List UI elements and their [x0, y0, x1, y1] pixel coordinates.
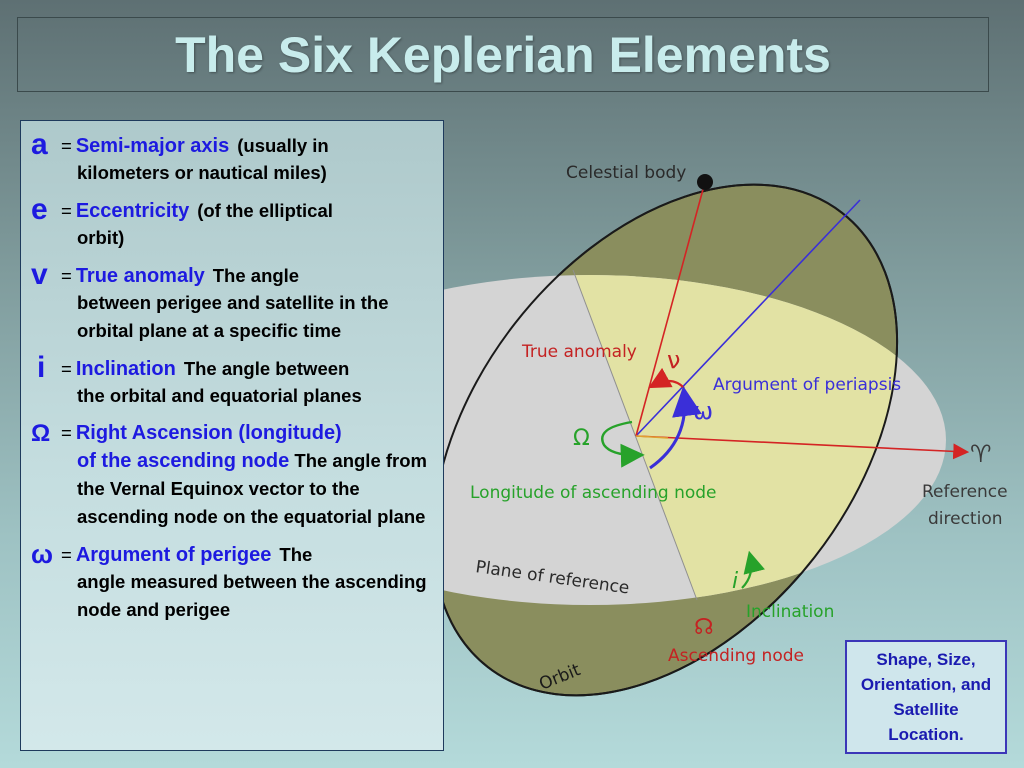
ascending-node-label: Ascending node — [668, 646, 804, 666]
line-of-nodes — [572, 269, 698, 601]
element-term: Eccentricity — [75, 200, 190, 222]
argument-of-periapsis-arc — [649, 386, 702, 470]
element-symbol: ω — [31, 539, 53, 569]
element-right-ascension: Ω =Right Ascension (longitude) of the asc… — [31, 419, 435, 531]
element-symbol: Ω — [31, 420, 51, 447]
element-semi-major-axis: a =Semi-major axis (usually in kilometers … — [31, 128, 435, 187]
element-symbol: i — [37, 351, 46, 384]
reference-label: Reference — [922, 482, 1008, 502]
page-title: The Six Keplerian Elements — [175, 26, 831, 83]
reference-direction-vector — [635, 435, 970, 460]
longitude-node-arc — [601, 420, 645, 468]
element-description: (of the elliptical — [197, 200, 333, 221]
element-term: Right Ascension (longitude) — [75, 422, 342, 444]
summary-text: Shape, Size, Orientation, and Satellite … — [860, 650, 992, 744]
element-argument-of-perigee: ω =Argument of perigee The angle measured … — [31, 540, 435, 624]
element-description: The angle between — [183, 358, 350, 379]
ascending-node-symbol: ☊ — [694, 615, 714, 640]
element-description: The — [279, 544, 313, 565]
title-box: The Six Keplerian Elements — [17, 17, 989, 92]
element-term: True anomaly — [75, 265, 205, 287]
longitude-of-ascending-node-label: Longitude of ascending node — [470, 483, 717, 503]
element-continuation: between perigee and satellite in the orb… — [77, 292, 389, 341]
element-continuation: orbit) — [77, 227, 125, 248]
element-term-continuation: of the ascending node — [77, 450, 290, 472]
element-term: Semi-major axis — [75, 135, 230, 157]
element-continuation: kilometers or nautical miles) — [77, 162, 327, 183]
equals-sign: = — [61, 544, 72, 565]
equals-sign: = — [61, 265, 72, 286]
element-description: The angle — [212, 265, 300, 286]
summary-box: Shape, Size, Orientation, and Satellite … — [845, 640, 1007, 754]
element-eccentricity: e =Eccentricity (of the elliptical orbit) — [31, 193, 435, 252]
argument-of-periapsis-label: Argument of periapsis — [713, 375, 901, 395]
element-symbol: e — [31, 193, 48, 226]
celestial-body-dot — [697, 174, 713, 190]
element-continuation: the orbital and equatorial planes — [77, 385, 362, 406]
reference-zero-line — [635, 435, 669, 439]
direction-label: direction — [928, 509, 1003, 529]
element-true-anomaly: v =True anomaly The angle between perigee … — [31, 258, 435, 345]
equals-sign: = — [61, 200, 72, 221]
celestial-body-label: Celestial body — [566, 163, 686, 183]
element-term: Argument of perigee — [75, 544, 272, 566]
inclination-arc — [741, 550, 765, 589]
element-symbol: a — [31, 128, 48, 161]
true-anomaly-label: True anomaly — [521, 342, 637, 362]
element-description: The angle from the Vernal Equinox vector… — [77, 450, 427, 527]
omega-symbol: ω — [693, 397, 713, 425]
capital-omega-symbol: Ω — [573, 426, 590, 451]
elements-panel: a=Semi-major axis(usually in kilometers … — [20, 120, 444, 751]
nu-symbol: ν — [667, 346, 680, 374]
orbit-outline — [431, 183, 899, 697]
equals-sign: = — [61, 422, 72, 443]
element-term: Inclination — [75, 358, 176, 380]
equals-sign: = — [61, 135, 72, 156]
i-symbol: i — [732, 569, 738, 594]
element-symbol: v — [31, 258, 48, 291]
element-continuation: of the ascending node The angle from the… — [31, 447, 435, 531]
element-continuation: angle measured between the ascending nod… — [77, 571, 427, 620]
satellite-vector — [635, 181, 706, 437]
element-description: (usually in — [237, 135, 329, 156]
inclination-label: Inclination — [746, 602, 834, 622]
equals-sign: = — [61, 358, 72, 379]
element-inclination: i =Inclination The angle between the orbit… — [31, 351, 435, 410]
aries-symbol: ♈ — [970, 440, 992, 468]
